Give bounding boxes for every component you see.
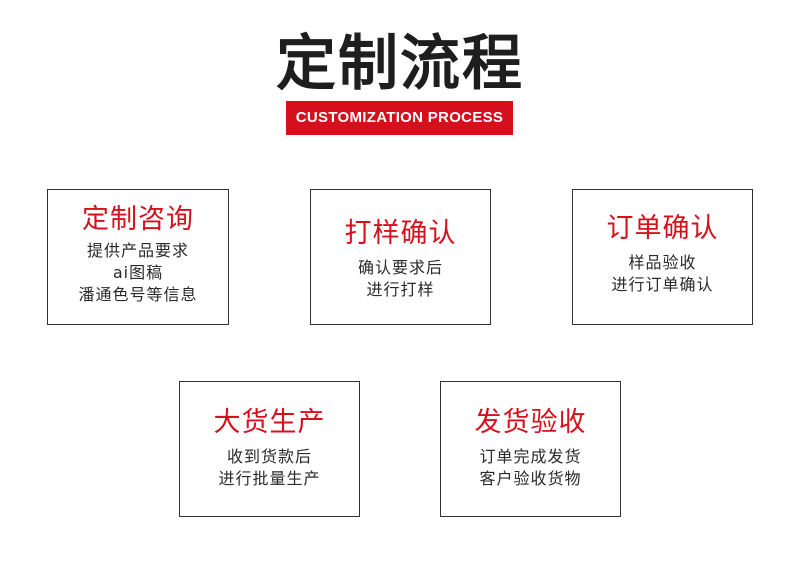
step-title: 发货验收 bbox=[474, 407, 587, 438]
step-line: ai图稿 bbox=[112, 263, 164, 282]
step-card-mass-production: 大货生产 收到货款后 进行批量生产 bbox=[179, 381, 360, 517]
step-line: 订单完成发货 bbox=[479, 447, 582, 466]
step-line: 进行订单确认 bbox=[611, 275, 714, 294]
step-card-sample-confirm: 打样确认 确认要求后 进行打样 bbox=[310, 189, 491, 325]
page-title: 定制流程 bbox=[276, 29, 524, 99]
step-line: 客户验收货物 bbox=[479, 469, 582, 488]
step-title: 定制咨询 bbox=[82, 204, 194, 235]
step-line: 收到货款后 bbox=[226, 447, 312, 466]
step-line: 确认要求后 bbox=[357, 258, 443, 277]
step-line: 样品验收 bbox=[628, 253, 697, 272]
step-card-order-confirm: 订单确认 样品验收 进行订单确认 bbox=[572, 189, 753, 325]
subtitle-banner: CUSTOMIZATION PROCESS bbox=[286, 101, 513, 135]
step-title: 订单确认 bbox=[606, 213, 719, 244]
step-title: 打样确认 bbox=[344, 218, 457, 249]
step-line: 潘通色号等信息 bbox=[78, 285, 198, 304]
step-line: 提供产品要求 bbox=[86, 241, 189, 260]
step-card-delivery-acceptance: 发货验收 订单完成发货 客户验收货物 bbox=[440, 381, 621, 517]
step-line: 进行批量生产 bbox=[218, 469, 321, 488]
step-line: 进行打样 bbox=[366, 280, 435, 299]
step-card-consultation: 定制咨询 提供产品要求 ai图稿 潘通色号等信息 bbox=[47, 189, 229, 325]
step-title: 大货生产 bbox=[213, 407, 326, 438]
